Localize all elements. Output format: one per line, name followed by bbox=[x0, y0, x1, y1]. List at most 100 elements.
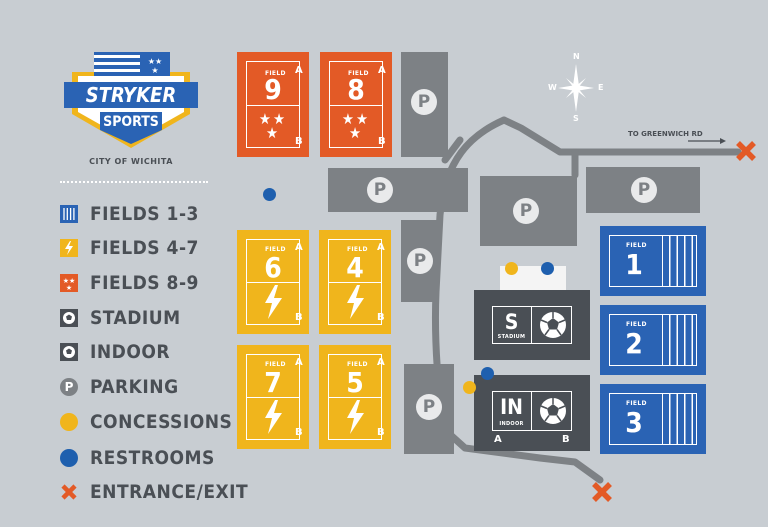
road-arrow-icon bbox=[688, 138, 726, 144]
field-side-a: A bbox=[295, 357, 303, 368]
field-side-a: A bbox=[295, 65, 303, 76]
parking-icon: P bbox=[407, 248, 433, 274]
legend-label: FIELDS 8-9 bbox=[90, 272, 199, 294]
restroom-marker[interactable] bbox=[541, 262, 554, 275]
field-side-b: B bbox=[295, 427, 303, 438]
parking-lot-north: P bbox=[401, 52, 448, 157]
soccer-ball-icon bbox=[60, 343, 78, 361]
field-number: 2 bbox=[625, 327, 643, 360]
compass-south: S bbox=[573, 114, 579, 123]
parking-lot-east: P bbox=[480, 176, 577, 246]
svg-text:★: ★ bbox=[151, 66, 158, 75]
field-7[interactable]: FIELD A 7 B bbox=[237, 345, 309, 449]
concession-marker[interactable] bbox=[463, 381, 476, 394]
svg-text:★★: ★★ bbox=[148, 57, 162, 66]
orange-stars-icon: ★★★ bbox=[60, 274, 78, 292]
lightning-icon bbox=[347, 400, 364, 434]
legend-label: RESTROOMS bbox=[90, 447, 215, 469]
parking-icon: P bbox=[60, 378, 78, 396]
field-number: 4 bbox=[346, 251, 364, 284]
indoor-label: INDOOR bbox=[499, 421, 524, 427]
field-word: FIELD bbox=[626, 321, 647, 328]
field-4[interactable]: FIELD A 4 B bbox=[319, 230, 391, 334]
restroom-marker[interactable] bbox=[263, 188, 276, 201]
legend-divider bbox=[60, 181, 208, 183]
x-mark-icon bbox=[60, 483, 78, 501]
restroom-marker[interactable] bbox=[481, 367, 494, 380]
parking-icon: P bbox=[631, 177, 657, 203]
field-9[interactable]: FIELD A 9 ★★★ B bbox=[237, 52, 309, 157]
field-side-a: A bbox=[377, 242, 385, 253]
lightning-icon bbox=[347, 285, 364, 319]
indoor-letter: IN bbox=[500, 395, 523, 419]
field-side-b: B bbox=[295, 136, 303, 147]
field-8[interactable]: FIELD A 8 ★★★ B bbox=[320, 52, 392, 157]
field-number: 1 bbox=[625, 248, 643, 281]
legend-label: INDOOR bbox=[90, 341, 171, 363]
field-word: FIELD bbox=[265, 246, 286, 253]
field-side-a: A bbox=[295, 242, 303, 253]
indoor-side-a: A bbox=[494, 434, 502, 445]
exit-x-icon bbox=[736, 141, 756, 161]
parking-lot-south: P bbox=[404, 364, 454, 454]
field-number: 9 bbox=[264, 73, 282, 106]
parking-icon: P bbox=[367, 177, 393, 203]
field-number: 5 bbox=[346, 366, 364, 399]
parking-lot-far-east: P bbox=[586, 167, 700, 213]
compass-west: W bbox=[548, 83, 557, 92]
field-1[interactable]: FIELD 1 bbox=[600, 226, 706, 296]
stadium-letter: S bbox=[504, 310, 519, 334]
field-3[interactable]: FIELD 3 bbox=[600, 384, 706, 454]
concession-marker[interactable] bbox=[505, 262, 518, 275]
field-side-a: A bbox=[377, 357, 385, 368]
logo-city: CITY OF WICHITA bbox=[89, 157, 173, 166]
logo-brand-bottom: SPORTS bbox=[103, 114, 159, 130]
field-5[interactable]: FIELD A 5 B bbox=[319, 345, 391, 449]
field-number: 7 bbox=[264, 366, 282, 399]
stadium-building[interactable]: S STADIUM bbox=[474, 290, 590, 360]
field-side-a: A bbox=[378, 65, 386, 76]
field-6[interactable]: FIELD A 6 B bbox=[237, 230, 309, 334]
field-word: FIELD bbox=[626, 242, 647, 249]
compass-icon bbox=[558, 64, 594, 112]
svg-text:★: ★ bbox=[66, 284, 72, 292]
soccer-ball-icon bbox=[60, 309, 78, 327]
field-number: 6 bbox=[264, 251, 282, 284]
compass-east: E bbox=[598, 83, 604, 92]
field-word: FIELD bbox=[347, 246, 368, 253]
lightning-icon bbox=[265, 285, 282, 319]
blue-stripes-icon bbox=[60, 205, 78, 223]
parking-lot-middle: P bbox=[401, 220, 439, 302]
legend-label: FIELDS 1-3 bbox=[90, 203, 199, 225]
logo-badge: ★★ ★ bbox=[64, 52, 198, 148]
compass-rose: N S W E bbox=[548, 52, 604, 124]
indoor-side-b: B bbox=[562, 434, 570, 445]
parking-icon: P bbox=[416, 394, 442, 420]
field-side-b: B bbox=[377, 427, 385, 438]
stryker-sports-logo: ★★ ★ STRYKER SPORTS CITY OF WICHITA bbox=[60, 52, 202, 170]
indoor-building[interactable]: IN INDOOR A B bbox=[474, 375, 590, 451]
legend-label: ENTRANCE/EXIT bbox=[90, 481, 249, 503]
road-label: TO GREENWICH RD bbox=[628, 130, 703, 138]
soccer-ball-icon bbox=[540, 312, 566, 338]
field-word: FIELD bbox=[348, 70, 369, 77]
lightning-icon bbox=[265, 400, 282, 434]
stars-icon: ★★★ bbox=[341, 110, 371, 142]
field-side-b: B bbox=[295, 312, 303, 323]
stadium-label: STADIUM bbox=[497, 334, 526, 340]
yellow-dot-icon bbox=[60, 413, 78, 431]
legend-label: STADIUM bbox=[90, 307, 181, 329]
parking-icon: P bbox=[513, 198, 539, 224]
yellow-lightning-icon bbox=[60, 239, 78, 257]
field-side-b: B bbox=[378, 136, 386, 147]
compass-north: N bbox=[573, 52, 580, 61]
field-word: FIELD bbox=[626, 400, 647, 407]
field-side-b: B bbox=[377, 312, 385, 323]
parking-icon: P bbox=[411, 89, 437, 115]
field-2[interactable]: FIELD 2 bbox=[600, 305, 706, 375]
svg-text:★★: ★★ bbox=[63, 277, 76, 285]
field-number: 3 bbox=[625, 406, 643, 439]
parking-lot-center: P bbox=[328, 168, 468, 212]
soccer-ball-icon bbox=[540, 398, 566, 424]
legend-label: FIELDS 4-7 bbox=[90, 237, 199, 259]
